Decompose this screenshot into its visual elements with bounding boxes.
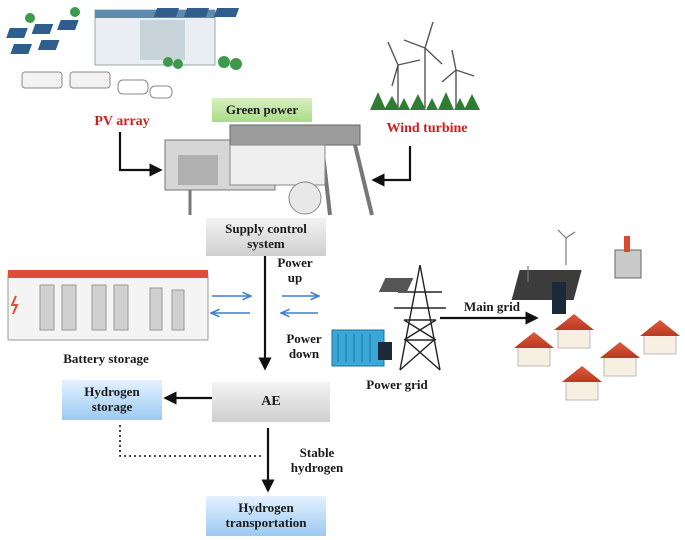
green-power-box: Green power — [212, 98, 312, 122]
pv-array-label: PV array — [94, 114, 150, 129]
supply-control-machine — [164, 124, 374, 216]
battery-storage-label: Battery storage — [63, 351, 149, 366]
supply-control-line2: system — [247, 236, 285, 251]
wind-turbine-illustration — [387, 21, 475, 110]
hydrogen-transport-box: Hydrogen transportation — [206, 496, 326, 536]
hydrogen-transport-line2: transportation — [225, 515, 307, 530]
power-flow-arrows — [212, 296, 318, 313]
power-down-line2: down — [288, 345, 320, 361]
connector-arrows — [118, 132, 539, 493]
wind-turbine-label: Wind turbine — [386, 121, 468, 136]
hydrogen-storage-line1: Hydrogen — [84, 384, 140, 400]
power-grid-label: Power grid — [366, 377, 428, 392]
supply-control-box: Supply control system — [206, 218, 326, 256]
hydrogen-storage-box: Hydrogen storage — [62, 380, 162, 420]
battery-storage-illustration — [7, 270, 209, 341]
stable-hydrogen-label: Stable hydrogen — [282, 445, 352, 476]
stable-hydrogen-line2: hydrogen — [290, 459, 344, 475]
power-up-label: Power up — [270, 255, 320, 286]
ae-box: AE — [212, 382, 330, 422]
power-down-label: Power down — [278, 331, 330, 362]
main-grid-illustration — [378, 229, 680, 401]
hydrogen-storage-line2: storage — [91, 399, 133, 414]
power-down-line1: Power — [286, 331, 322, 346]
wind-to-control-arrow — [371, 146, 412, 187]
power-up-line1: Power — [277, 255, 313, 270]
pv-to-control-arrow — [118, 132, 163, 177]
stable-hydrogen-line1: Stable — [299, 445, 335, 460]
hydrogen-transport-line1: Hydrogen — [238, 500, 294, 516]
power-up-line2: up — [287, 269, 303, 285]
supply-control-line1: Supply control — [225, 221, 307, 237]
tree-line — [370, 92, 480, 110]
transformer-illustration — [331, 329, 392, 367]
main-grid-label: Main grid — [464, 299, 520, 314]
storage-link-dotted — [119, 425, 262, 457]
pv-array-illustration — [6, 7, 242, 99]
